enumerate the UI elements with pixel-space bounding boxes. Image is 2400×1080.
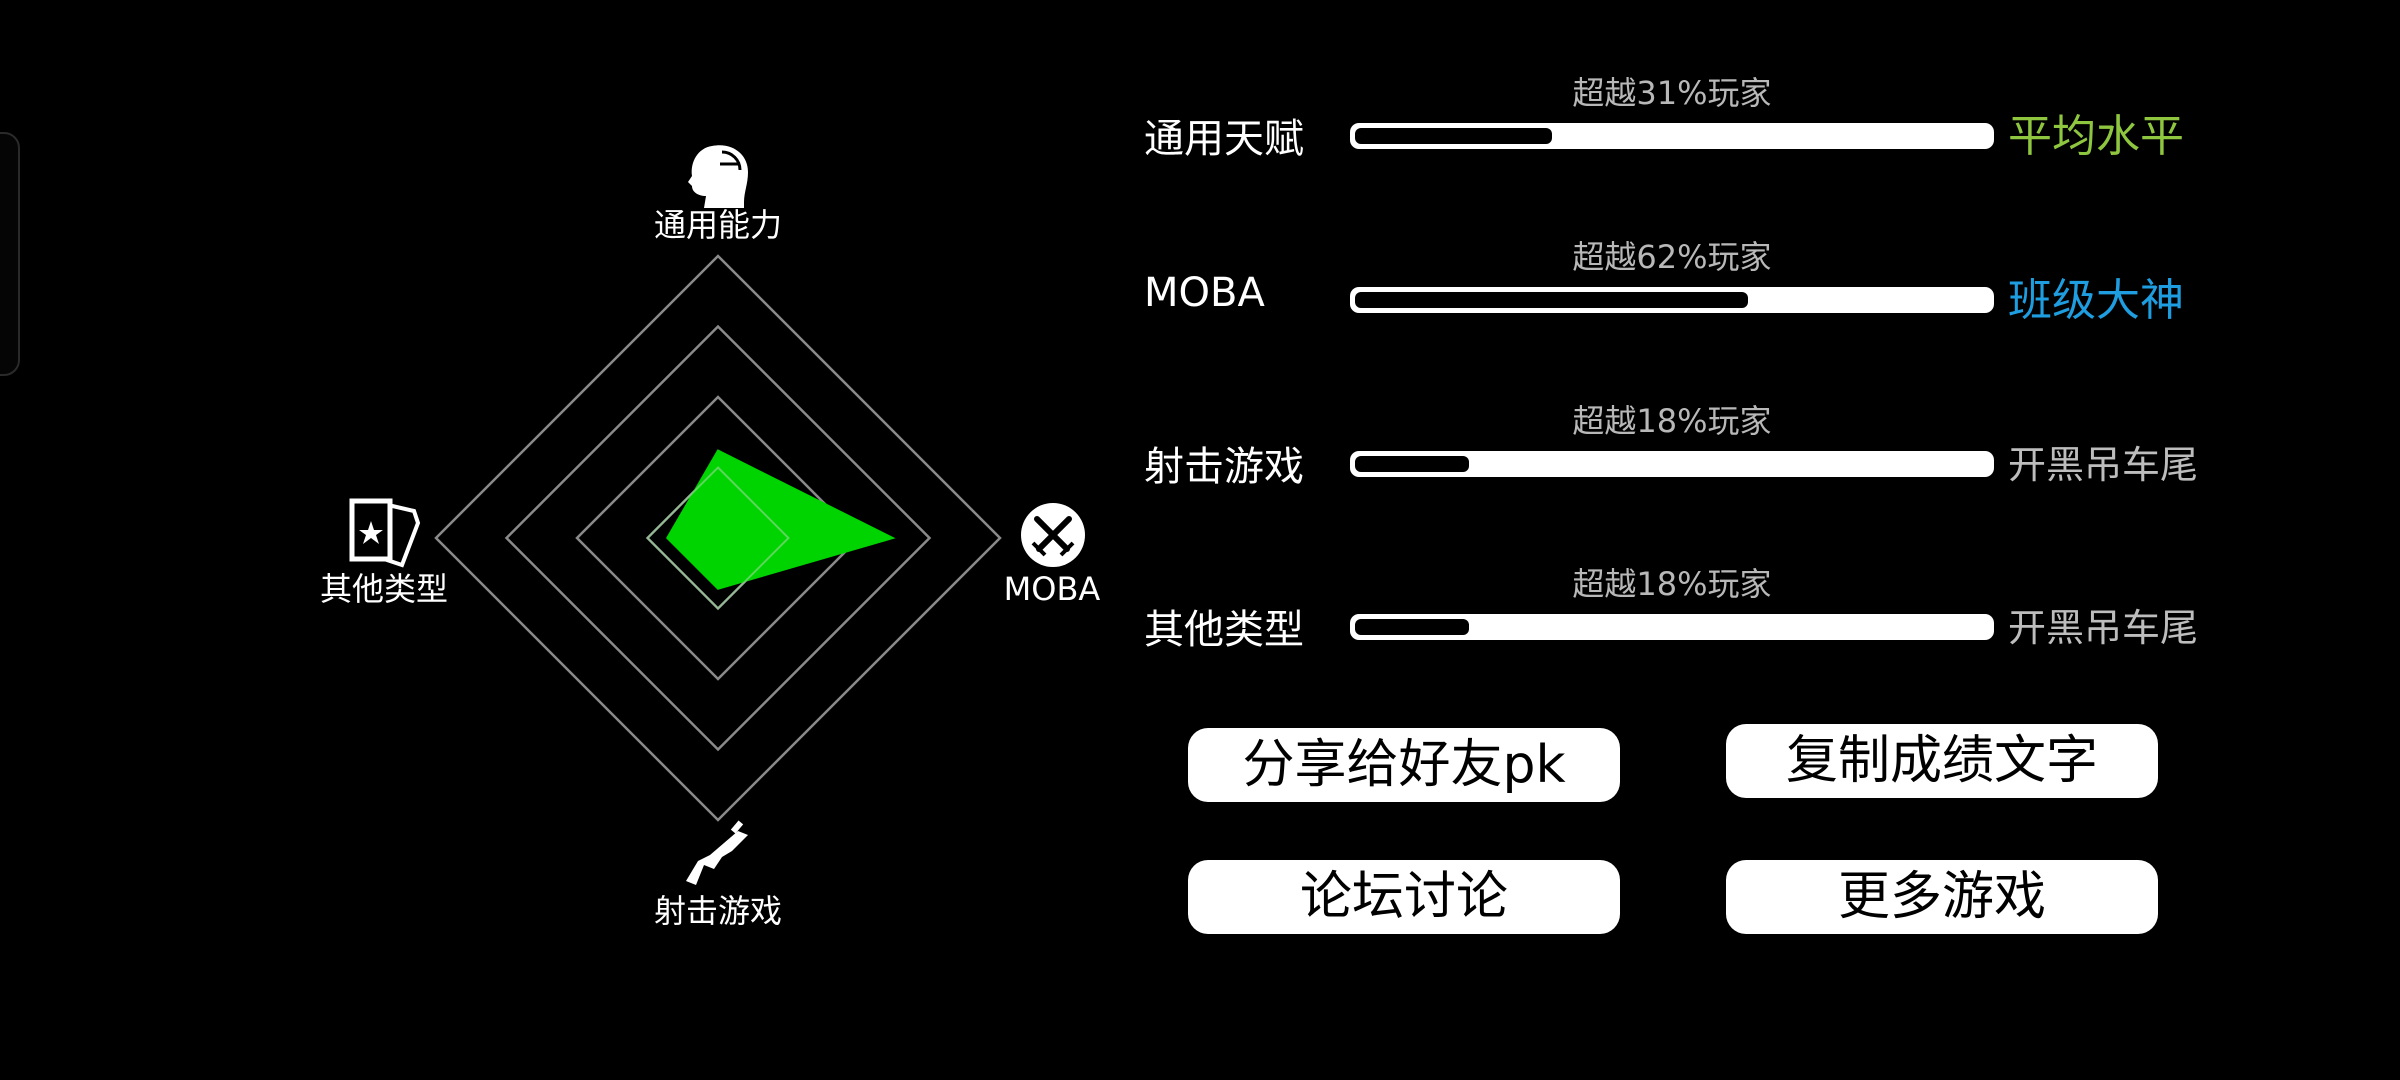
category-level: 班级大神 — [2008, 275, 2184, 326]
share-button[interactable]: 分享给好友pk — [1188, 728, 1620, 802]
axis-label-general: 通用能力 — [654, 206, 782, 244]
category-percent-text: 超越18%玩家 — [1572, 402, 1772, 440]
category-percent-text: 超越31%玩家 — [1572, 74, 1772, 112]
axis-label-shooter: 射击游戏 — [654, 892, 782, 930]
head-icon — [688, 145, 748, 208]
category-row-shooter: 射击游戏 超越18%玩家 开黑吊车尾 — [1140, 394, 2220, 514]
percent-bar — [1350, 287, 1994, 313]
radar-score-area — [665, 449, 896, 590]
percent-bar — [1350, 614, 1994, 640]
category-row-moba: MOBA 超越62%玩家 班级大神 — [1140, 230, 2220, 350]
radar-ring — [504, 324, 932, 752]
crossed-swords-icon — [1021, 503, 1085, 567]
category-name: MOBA — [1144, 270, 1265, 316]
category-row-general: 通用天赋 超越31%玩家 平均水平 — [1140, 66, 2220, 186]
category-name: 通用天赋 — [1144, 116, 1304, 162]
copy-result-button[interactable]: 复制成绩文字 — [1726, 724, 2158, 798]
more-games-button[interactable]: 更多游戏 — [1726, 860, 2158, 934]
axis-label-other: 其他类型 — [320, 570, 448, 608]
star-card-icon — [349, 498, 421, 568]
radar-ring-inner-overlay — [646, 466, 790, 610]
category-level: 开黑吊车尾 — [2008, 443, 2199, 487]
radar-ring — [575, 395, 861, 681]
category-row-other: 其他类型 超越18%玩家 开黑吊车尾 — [1140, 557, 2220, 677]
category-name: 其他类型 — [1144, 607, 1304, 653]
percent-bar-fill — [1355, 619, 1470, 635]
gun-icon — [686, 820, 748, 885]
radar-chart: 通用能力 MOBA 射击游戏 其他类型 — [320, 145, 1101, 930]
percent-bar — [1350, 123, 1994, 149]
radar-ring — [434, 254, 1002, 822]
category-percent-text: 超越18%玩家 — [1572, 565, 1772, 603]
category-level: 平均水平 — [2008, 111, 2184, 162]
forum-button[interactable]: 论坛讨论 — [1188, 860, 1620, 934]
percent-bar — [1350, 451, 1994, 477]
category-level: 开黑吊车尾 — [2008, 606, 2199, 650]
percent-bar-fill — [1355, 128, 1552, 144]
percent-bar-fill — [1355, 456, 1470, 472]
category-name: 射击游戏 — [1144, 444, 1304, 490]
category-percent-text: 超越62%玩家 — [1572, 238, 1772, 276]
axis-label-moba: MOBA — [1004, 570, 1101, 608]
percent-bar-fill — [1355, 292, 1749, 308]
